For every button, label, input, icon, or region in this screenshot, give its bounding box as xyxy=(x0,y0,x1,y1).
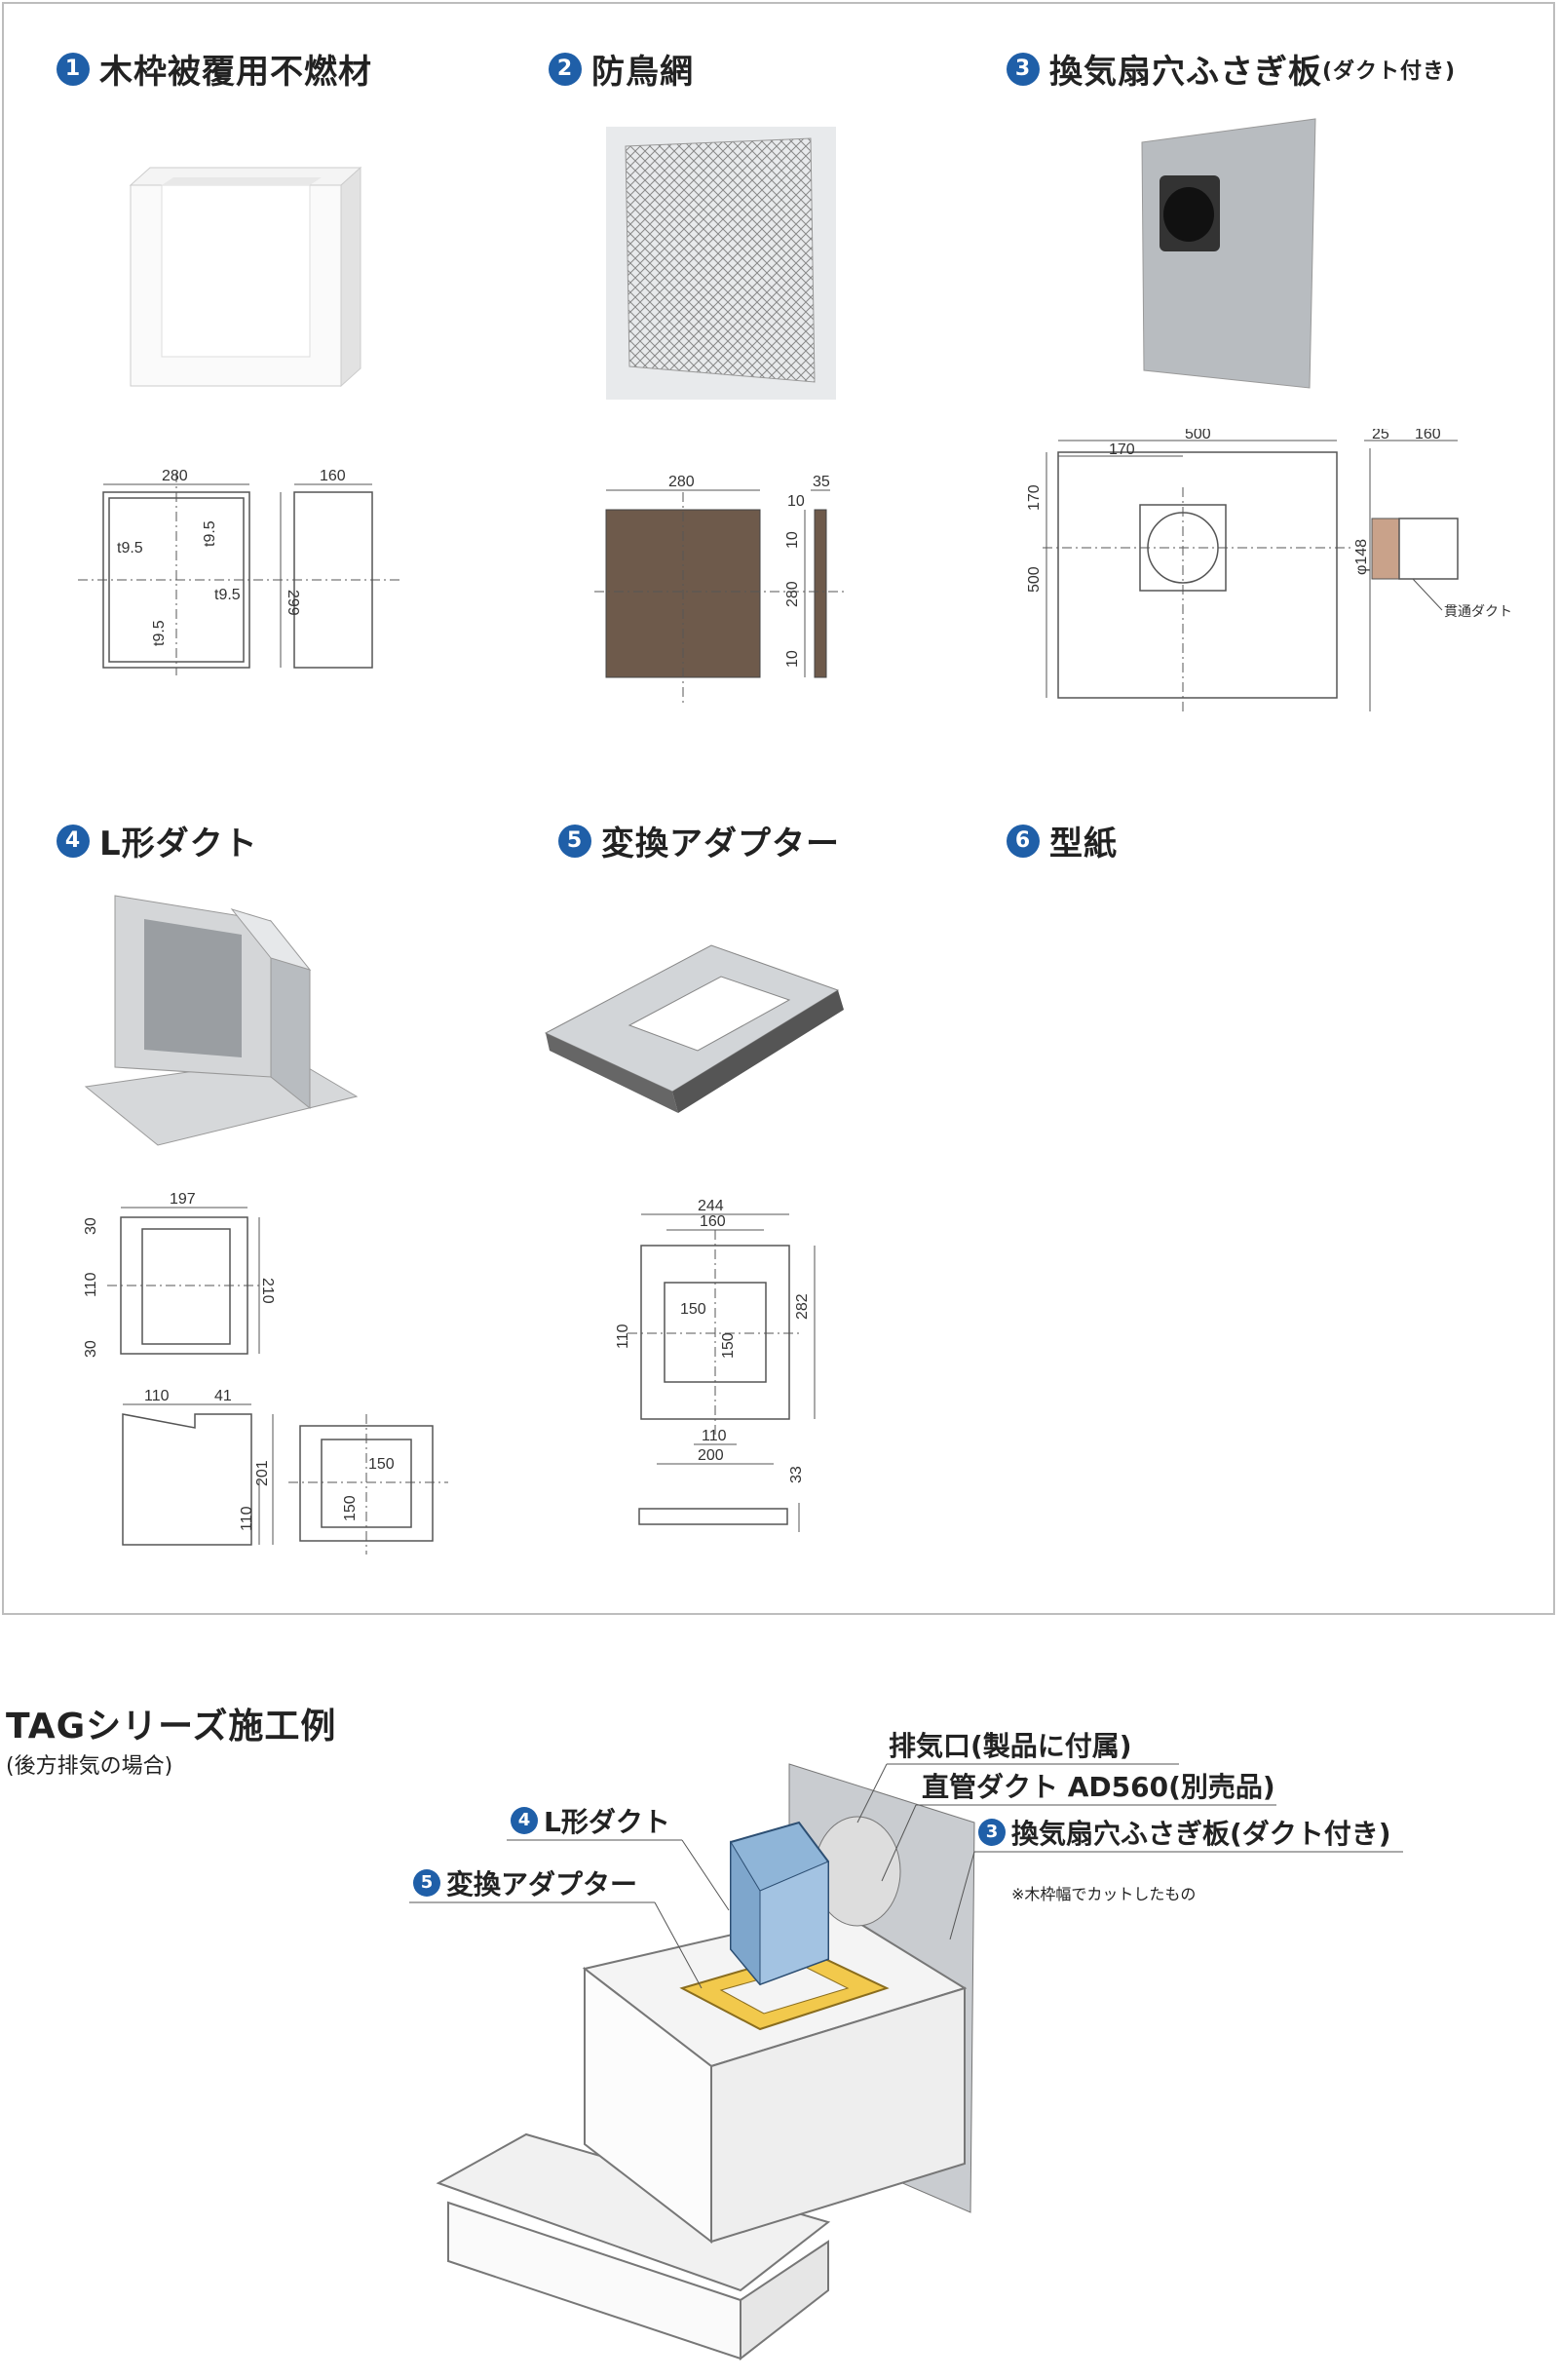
frame-drawing: 280 160 299 t9.5 t9.5 t9.5 t9.5 xyxy=(78,468,399,675)
p2-depth: 35 xyxy=(813,474,830,490)
p3-width: 500 xyxy=(1185,429,1211,442)
example-title: TAGシリーズ施工例 xyxy=(6,1707,337,1747)
badge-6: 6 xyxy=(1007,824,1040,858)
p1-width: 280 xyxy=(162,468,188,484)
adapter-drawing: 244 160 282 150 150 110 110 200 33 xyxy=(615,1198,816,1532)
p3-b: 170 xyxy=(1026,484,1043,511)
lduct-drawing: 197 210 30 110 30 110 41 201 110 150 150 xyxy=(83,1191,448,1555)
badge-4: 4 xyxy=(57,824,90,858)
part-1-heading: 1 木枠被覆用不燃材 xyxy=(57,45,372,93)
part-3-title: 換気扇穴ふさぎ板 xyxy=(1049,53,1322,92)
badge-2: 2 xyxy=(549,52,582,86)
p2-b: 10 xyxy=(784,531,801,549)
part-2-heading: 2 防鳥網 xyxy=(549,45,694,93)
p2-height: 280 xyxy=(784,581,801,607)
part-5-heading: 5 変換アダプター xyxy=(558,817,840,864)
p3-duct: 貫通ダクト xyxy=(1444,603,1512,619)
part-3-heading: 3 換気扇穴ふさぎ板 (ダクト付き) xyxy=(1007,45,1456,93)
badge-1: 1 xyxy=(57,52,90,86)
p4-width: 197 xyxy=(170,1191,196,1208)
part-5-title: 変換アダプター xyxy=(601,825,840,864)
callout-plate-note: ※木枠幅でカットしたもの xyxy=(1011,1885,1197,1903)
p4-e: 110 xyxy=(144,1388,170,1404)
p1-height: 299 xyxy=(285,590,301,616)
p4-a: 30 xyxy=(83,1217,99,1235)
p2-width: 280 xyxy=(668,474,695,490)
callout-lduct: 4 L形ダクト xyxy=(511,1801,670,1840)
plate-drawing: 500 170 500 170 25 160 φ148 貫通ダクト xyxy=(1026,429,1512,711)
p3-height: 500 xyxy=(1026,566,1043,593)
p4-g: 201 xyxy=(254,1460,271,1486)
p4-f: 41 xyxy=(214,1388,232,1404)
mesh-photo xyxy=(606,127,836,400)
p1-t3: t9.5 xyxy=(214,587,241,603)
callout-adapter: 5 変換アダプター xyxy=(413,1863,637,1902)
callout-lduct-label: L形ダクト xyxy=(544,1806,670,1838)
frame-photo xyxy=(129,166,362,388)
p5-width: 244 xyxy=(698,1198,724,1214)
p4-c: 30 xyxy=(83,1340,99,1358)
callout-exhaust-label: 排気口(製品に付属) xyxy=(889,1730,1132,1762)
p4-k: 150 xyxy=(342,1495,359,1521)
p3-c: 25 xyxy=(1372,429,1389,442)
part-2-title: 防鳥網 xyxy=(591,53,694,92)
p2-c: 10 xyxy=(784,650,801,668)
part-3-suffix: (ダクト付き) xyxy=(1322,58,1457,84)
p3-d: 160 xyxy=(1415,429,1441,442)
callout-adapter-label: 変換アダプター xyxy=(446,1868,638,1900)
p2-a: 10 xyxy=(787,493,805,510)
adapter-photo xyxy=(544,944,844,1113)
callout-exhaust: 排気口(製品に付属) xyxy=(889,1725,1132,1764)
p1-t4: t9.5 xyxy=(151,620,168,646)
p3-a: 170 xyxy=(1109,441,1135,458)
callout-plate: 3 換気扇穴ふさぎ板(ダクト付き) xyxy=(978,1813,1391,1852)
part-1-title: 木枠被覆用不燃材 xyxy=(99,53,372,92)
p4-i: 110 xyxy=(239,1506,255,1531)
p5-t: 33 xyxy=(788,1466,805,1483)
example-subtitle: (後方排気の場合) xyxy=(6,1754,173,1779)
callout-adapter-badge: 5 xyxy=(413,1869,440,1897)
p1-t1: t9.5 xyxy=(117,540,143,557)
installation-illustration xyxy=(436,1763,975,2361)
p5-f: 110 xyxy=(702,1428,727,1444)
p4-height: 210 xyxy=(259,1278,276,1304)
part-6-heading: 6 型紙 xyxy=(1007,817,1118,864)
p4-b: 110 xyxy=(83,1272,99,1297)
p5-a: 160 xyxy=(700,1213,726,1230)
p5-e: 110 xyxy=(615,1324,631,1349)
part-4-title: L形ダクト xyxy=(99,825,258,864)
p5-c: 150 xyxy=(720,1332,737,1359)
part-4-heading: 4 L形ダクト xyxy=(57,817,258,864)
callout-plate-label: 換気扇穴ふさぎ板(ダクト付き) xyxy=(1011,1818,1391,1850)
badge-5: 5 xyxy=(558,824,591,858)
mesh-drawing: 280 35 10 10 280 10 xyxy=(594,474,848,707)
p5-g: 200 xyxy=(698,1447,724,1464)
callout-plate-badge: 3 xyxy=(978,1819,1006,1846)
p5-b: 150 xyxy=(680,1301,706,1318)
callout-duct: 直管ダクト AD560(別売品) xyxy=(922,1766,1275,1805)
p1-t2: t9.5 xyxy=(202,520,218,547)
part-6-title: 型紙 xyxy=(1049,825,1118,864)
p3-dia: φ148 xyxy=(1353,539,1370,575)
p1-depth: 160 xyxy=(320,468,346,484)
badge-3: 3 xyxy=(1007,52,1040,86)
p5-height: 282 xyxy=(794,1293,811,1320)
callout-duct-label: 直管ダクト AD560(別売品) xyxy=(922,1771,1275,1803)
p4-j: 150 xyxy=(368,1456,395,1473)
plate-photo xyxy=(1141,118,1316,389)
lduct-photo xyxy=(84,895,359,1146)
callout-lduct-badge: 4 xyxy=(511,1807,538,1834)
